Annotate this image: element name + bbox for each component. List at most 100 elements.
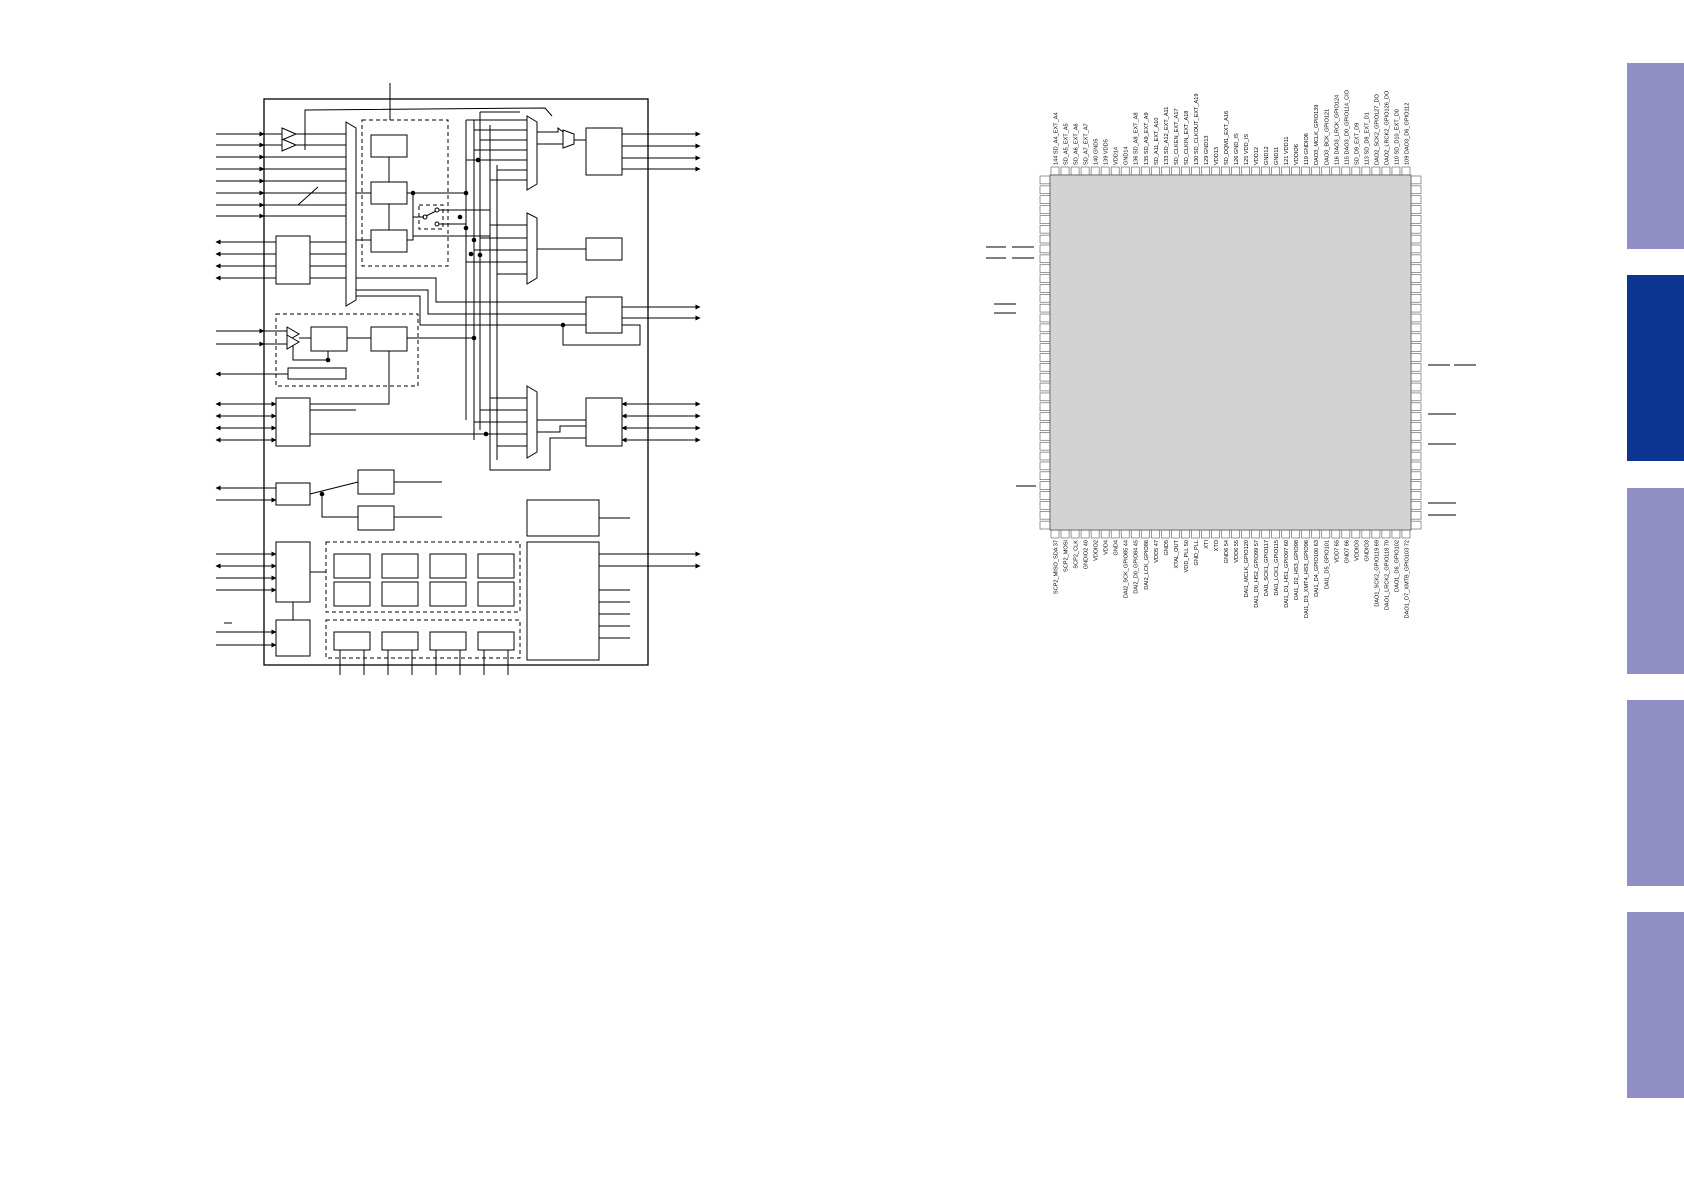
pin: [1039, 294, 1051, 303]
dsp-block-1: [370, 134, 408, 158]
pin: [1070, 529, 1080, 539]
output-block-4: [585, 397, 623, 447]
pin-label: DAI2_D0_GPIO84 45: [1134, 540, 1140, 594]
pin: [1410, 303, 1422, 313]
pin-label: SD_CLKEN_EXT_A17: [1174, 108, 1180, 165]
pin: [1241, 166, 1250, 176]
block-diagram: [215, 83, 701, 675]
pin-label: GND_PLL: [1194, 540, 1200, 566]
pin: [1039, 353, 1051, 362]
pin: [1039, 451, 1051, 461]
pin: [1410, 333, 1422, 342]
pin: [1410, 353, 1422, 362]
pin: [1039, 432, 1051, 441]
pin-label: SCP2_MISO_SDA 37: [1054, 540, 1060, 594]
side-tab-1[interactable]: [1627, 63, 1684, 249]
block-d: [526, 541, 600, 661]
block-io-1: [275, 235, 311, 285]
pin: [1281, 529, 1290, 539]
pin: [1410, 175, 1422, 185]
chip-outline: [263, 98, 649, 666]
pin-label: 139 VDD5: [1104, 139, 1110, 165]
pin: [1211, 529, 1220, 539]
pin: [1039, 215, 1051, 224]
pin-label: 130 SD_CLKOUT_EXT_A19: [1194, 93, 1200, 165]
pin: [1410, 274, 1422, 283]
pin: [1039, 363, 1051, 372]
pin: [1039, 225, 1051, 234]
pin: [1060, 529, 1070, 539]
pin-label: SD_DQM1_EXT_A16: [1224, 111, 1230, 165]
pin: [1410, 244, 1422, 254]
pin-label: 109 DAO3_D6_GPIO112: [1404, 103, 1410, 165]
pin-label: GND7 66: [1344, 540, 1350, 563]
pin: [1291, 166, 1300, 176]
pin: [1410, 461, 1422, 471]
pin: [1410, 313, 1422, 323]
analog-bar: [287, 367, 347, 380]
pin: [1410, 471, 1422, 480]
timer-group: [325, 619, 521, 659]
pin: [1039, 333, 1051, 342]
pin-label: GND4: [1114, 540, 1120, 556]
pin: [1410, 481, 1422, 490]
pin-label: 119 GNDIO6: [1304, 133, 1310, 165]
pin: [1039, 501, 1051, 510]
block-c: [526, 499, 600, 537]
analog-block-1: [310, 326, 348, 352]
pin: [1039, 343, 1051, 352]
pin: [1251, 529, 1260, 539]
pin: [1410, 510, 1422, 520]
output-block-1: [585, 127, 623, 176]
pin-label: 110 SD_D10_EXT_D0: [1394, 109, 1400, 165]
pin: [1039, 205, 1051, 214]
pin-label: DAI1_D0_HS2_GPIO99 57: [1254, 540, 1260, 608]
pin-label: GNDIO3: [1364, 540, 1370, 561]
pin: [1291, 529, 1300, 539]
pin-label: DAO2_LRCK2_GPIO126_DO: [1384, 90, 1390, 165]
pin: [1039, 175, 1051, 185]
pin: [1039, 264, 1051, 273]
pin-label: VDD7 65: [1334, 540, 1340, 563]
pin: [1191, 166, 1200, 176]
pin: [1080, 166, 1090, 176]
pin-label: 116 DAO3_LRCK_GPIO124: [1334, 95, 1340, 165]
pin: [1140, 166, 1150, 176]
side-tab-4[interactable]: [1627, 700, 1684, 886]
pin: [1410, 441, 1422, 451]
pin: [1039, 481, 1051, 490]
pin: [1150, 166, 1160, 176]
pin: [1311, 529, 1321, 539]
side-tab-2[interactable]: [1627, 275, 1684, 461]
pin-label: SD_CLKIN_EXT_A18: [1184, 111, 1190, 165]
pin-label: XTAL_OUT: [1174, 539, 1180, 568]
pin-label: 144 SD_A4_EXT_A4: [1054, 112, 1060, 165]
pin-label: SD_A7_EXT_A7: [1084, 123, 1090, 165]
pin: [1351, 529, 1361, 539]
pin-label: 121 VDD11: [1284, 136, 1290, 165]
pin: [1261, 166, 1270, 176]
pin: [1100, 529, 1110, 539]
bottom-pin-row: [1050, 529, 1411, 539]
pin-label: SD_D9_EXT_D9: [1354, 123, 1360, 165]
pin: [1070, 166, 1080, 176]
pin: [1231, 529, 1240, 539]
upper-input-arrows: [216, 131, 265, 219]
pin: [1039, 284, 1051, 293]
pin: [1150, 529, 1160, 539]
pin-label: DAO1_D6_GPIO102: [1394, 540, 1400, 592]
side-tab-3[interactable]: [1627, 488, 1684, 674]
pin-label: SD_A5_EXT_A5: [1064, 123, 1070, 165]
pin-label: 133 SD_A12_EXT_A11: [1164, 107, 1170, 165]
pin-label: DAI1_D5_GPIO101: [1324, 540, 1330, 589]
pin: [1039, 303, 1051, 313]
pin-label: DAI1_D1_HS1_GPIO97 60: [1284, 540, 1290, 608]
pin: [1110, 529, 1120, 539]
side-tab-5[interactable]: [1627, 912, 1684, 1098]
pin-label: DAI2_SCK_GPIO85 44: [1124, 540, 1130, 598]
pin: [1130, 166, 1140, 176]
pin-label: VDD5 47: [1154, 540, 1160, 563]
pin-label: VDD_PLL 50: [1184, 540, 1190, 572]
mux-small: [562, 129, 575, 149]
